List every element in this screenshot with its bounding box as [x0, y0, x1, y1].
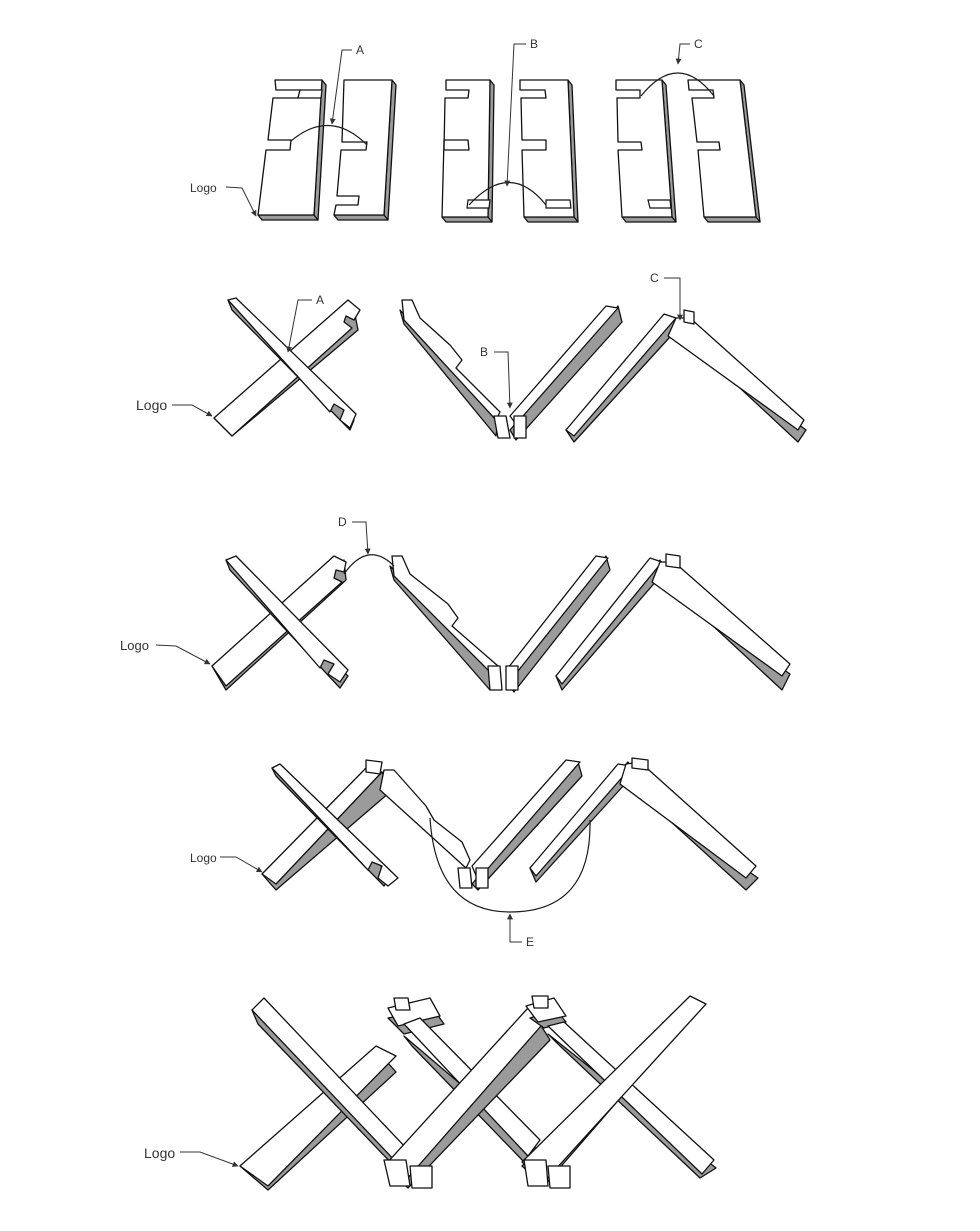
final-tabs — [383, 995, 571, 1189]
piece-pair-a — [257, 79, 397, 221]
svg-text:A: A — [356, 43, 364, 57]
svg-text:C: C — [694, 37, 703, 51]
inverted-v-assembly-4 — [529, 757, 759, 891]
svg-text:D: D — [338, 515, 347, 529]
v-assembly-4 — [379, 759, 583, 891]
label-logo-5: Logo — [144, 1145, 239, 1167]
svg-text:Logo: Logo — [144, 1145, 175, 1161]
inverted-v-assembly-2 — [565, 309, 807, 443]
label-logo-4: Logo — [190, 851, 263, 873]
label-logo-1: Logo — [190, 181, 257, 217]
inverted-v-assembly-3 — [555, 553, 791, 691]
svg-text:Logo: Logo — [190, 851, 217, 865]
step-5-final-assembly: Logo — [144, 995, 717, 1191]
label-b-2: B — [480, 345, 513, 409]
x-assembly-3 — [211, 555, 349, 691]
x-assembly-4 — [261, 759, 399, 891]
step-4-connecting: Logo E — [190, 757, 759, 949]
svg-text:Logo: Logo — [190, 181, 217, 195]
svg-text:A: A — [316, 293, 324, 307]
v-assembly-3 — [389, 555, 611, 693]
label-c-2: C — [650, 271, 683, 321]
x-assembly-2 — [213, 297, 361, 437]
label-c-1: C — [675, 37, 703, 65]
label-logo-3: Logo — [120, 638, 211, 665]
piece-c-right — [687, 79, 761, 223]
v-assembly-2 — [399, 299, 623, 441]
piece-a-left — [257, 79, 327, 221]
piece-c-left — [615, 79, 677, 223]
piece-b-right — [519, 79, 579, 223]
svg-text:B: B — [480, 345, 488, 359]
piece-b-left — [441, 79, 495, 223]
svg-text:E: E — [526, 935, 534, 949]
label-b-1: B — [504, 37, 538, 187]
step-3-joining: Logo D — [120, 515, 791, 693]
final-left-leg — [239, 997, 409, 1191]
step-2-crossed-pieces: Logo A B C — [136, 271, 807, 443]
svg-text:Logo: Logo — [120, 638, 149, 653]
piece-pair-b — [441, 79, 579, 223]
svg-text:Logo: Logo — [136, 397, 167, 413]
piece-pair-c — [615, 72, 761, 223]
svg-text:B: B — [530, 37, 538, 51]
piece-a-right — [333, 79, 397, 221]
arc-e — [429, 817, 591, 913]
label-logo-2: Logo — [136, 397, 213, 417]
label-e-4: E — [507, 913, 534, 949]
label-a-2: A — [286, 293, 324, 353]
svg-text:C: C — [650, 271, 659, 285]
label-a-1: A — [329, 43, 364, 125]
arc-d — [343, 554, 395, 575]
label-d-3: D — [338, 515, 371, 555]
final-right-bridge — [521, 995, 717, 1187]
step-1-flat-pieces: Logo A B C — [190, 37, 761, 223]
